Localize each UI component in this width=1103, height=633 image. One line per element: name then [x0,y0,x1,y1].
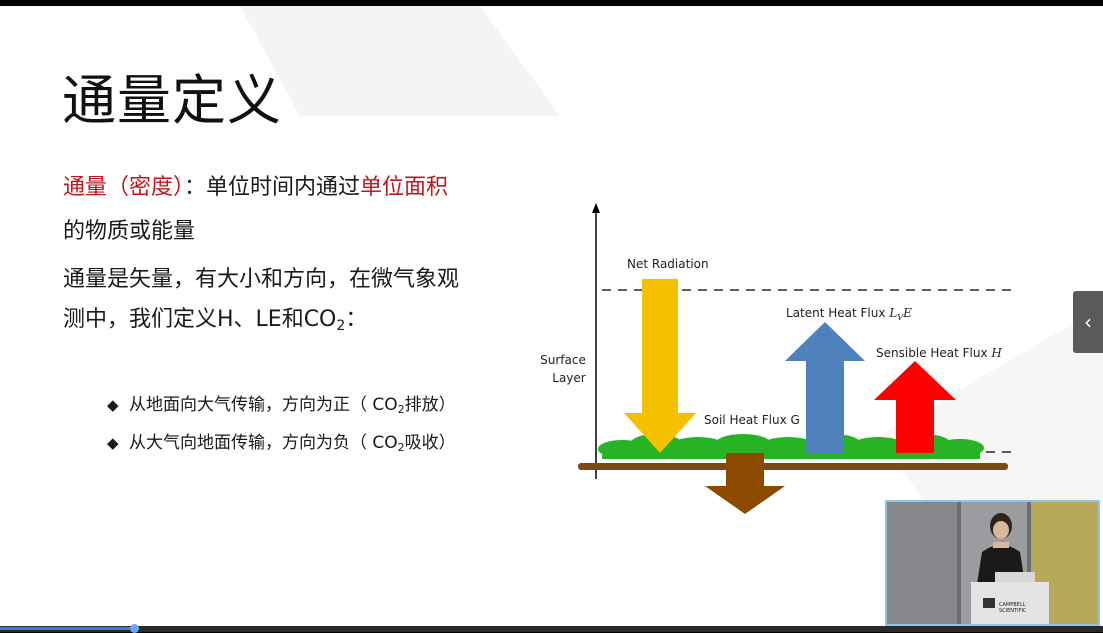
vector-line-2: 测中，我们定义H、LE和CO2： [63,301,367,334]
subscript: 2 [397,441,405,454]
logo-line-2: SCIENTIFIC [999,608,1027,614]
latent-heat-label: Latent Heat Flux LVE [786,306,912,322]
latent-symbol: L [888,306,897,320]
layer-label: Layer [552,371,586,385]
bullet-text-end: 排放） [404,395,456,415]
campbell-logo: CAMPBELL SCIENTIFIC [999,602,1026,614]
subscript: 2 [336,318,346,334]
bullet-text-end: 吸收） [404,433,456,453]
latent-subscript: V [897,313,904,322]
sensible-symbol: H [990,346,1002,360]
latent-heat-text: Latent Heat Flux [786,306,885,320]
slide-title: 通量定义 [62,69,282,132]
diamond-bullet-icon: ◆ [107,434,119,452]
presenter-video [887,502,1098,624]
latent-heat-arrow [785,322,865,453]
net-radiation-label: Net Radiation [627,257,709,271]
presentation-slide: 通量定义 通量（密度）：单位时间内通过单位面积 的物质或能量 通量是矢量，有大小… [0,6,1103,626]
sensible-heat-label: Sensible Heat Flux H [876,346,1002,360]
unit-area-term: 单位面积 [360,175,449,200]
sensible-heat-text: Sensible Heat Flux [876,346,988,360]
bullet-upward: ◆ 从地面向大气传输，方向为正（ CO2排放） [107,390,456,416]
ground-line [578,463,1008,470]
logo-line-1: CAMPBELL [999,602,1026,608]
net-radiation-arrow [624,279,696,453]
soil-heat-label: Soil Heat Flux G [704,413,800,427]
sensible-heat-arrow [874,361,956,453]
vector-line-2-text: 测中，我们定义H、LE和CO [63,307,337,332]
chevron-left-icon[interactable]: ‹ [1073,291,1103,353]
progress-handle[interactable] [130,624,139,633]
vector-line-1: 通量是矢量，有大小和方向，在微气象观 [63,267,460,292]
definition-line-2: 的物质或能量 [63,219,196,244]
axis-arrow-icon [592,203,600,213]
webcam-overlay[interactable]: CAMPBELL SCIENTIFIC [885,500,1100,626]
definition-text: ：单位时间内通过 [184,175,361,200]
surface-label: Surface [540,353,586,367]
vector-line-2-colon: ： [345,307,368,332]
bullet-text: 从地面向大气传输，方向为正（ CO [129,395,398,415]
soil-heat-arrow [705,453,785,514]
diamond-bullet-icon: ◆ [107,396,119,414]
latent-E: E [902,306,912,320]
flux-density-term: 通量（密度） [63,175,185,200]
definition-line-1: 通量（密度）：单位时间内通过单位面积 [63,169,448,201]
playback-progress[interactable] [0,627,135,630]
player-bar [0,626,1103,632]
bullet-text: 从大气向地面传输，方向为负（ CO [129,433,398,453]
bullet-downward: ◆ 从大气向地面传输，方向为负（ CO2吸收） [107,428,456,454]
vegetation [598,434,984,459]
flux-diagram: Net Radiation Latent Heat Flux LVE Sensi… [540,203,1014,514]
subscript: 2 [397,403,405,416]
background-decoration [240,6,1103,526]
